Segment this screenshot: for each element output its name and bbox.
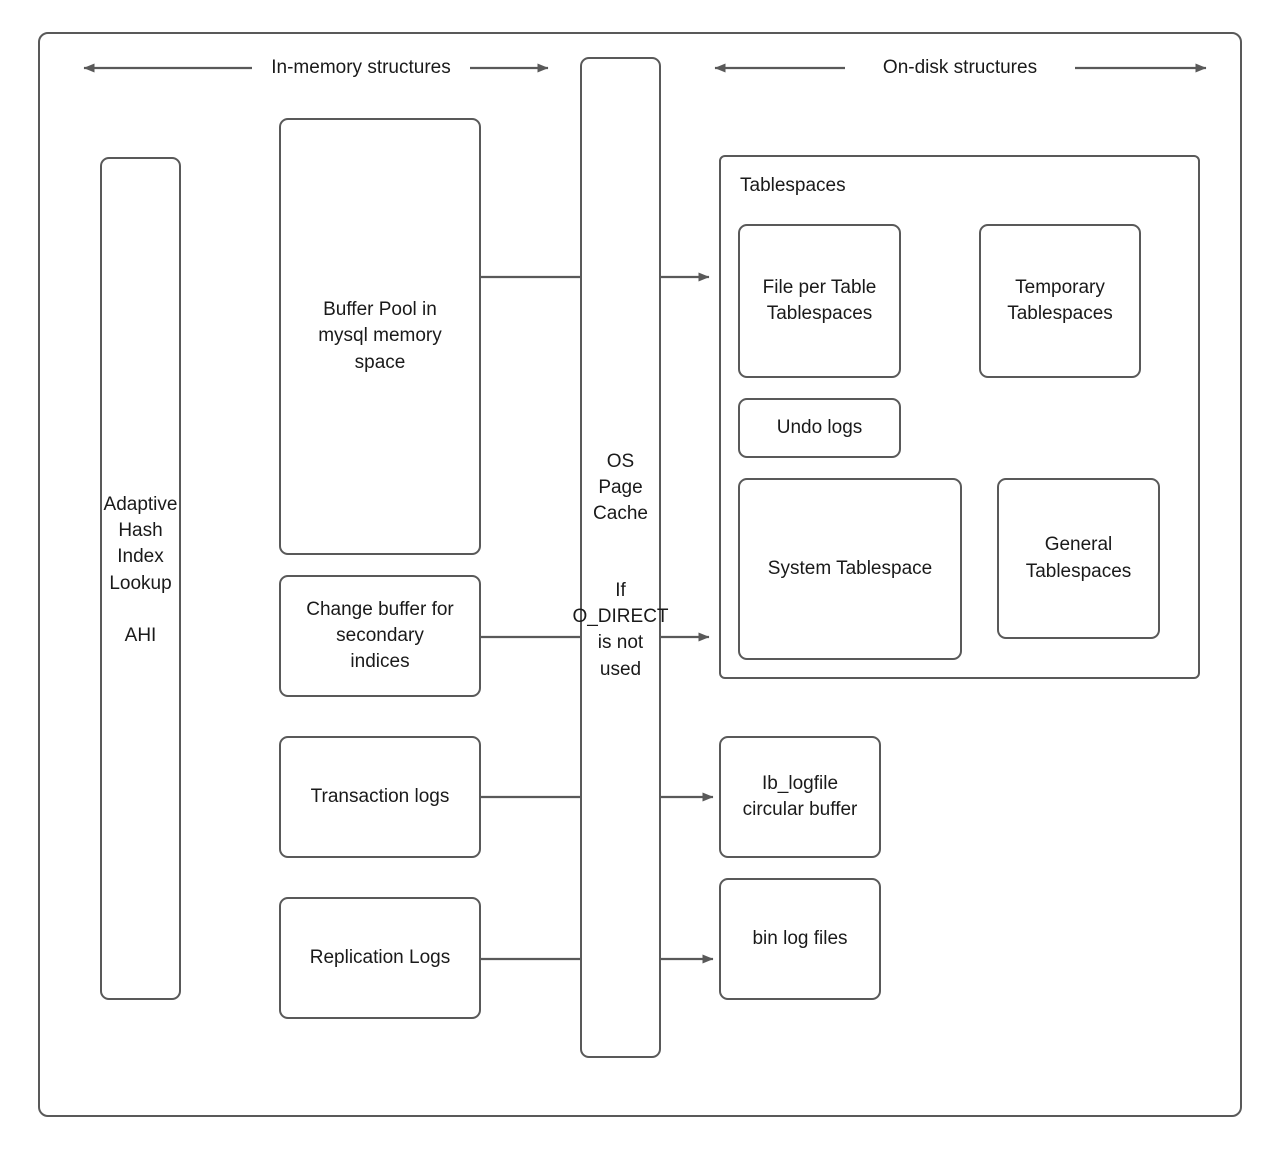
- node-bin-log-files[interactable]: bin log files: [719, 878, 881, 1000]
- node-ib-logfile-circular-buffer[interactable]: Ib_logfile circular buffer: [719, 736, 881, 858]
- band-label-in-memory: In-memory structures: [271, 57, 451, 78]
- node-adaptive-hash-index[interactable]: [100, 157, 181, 1000]
- node-change-buffer[interactable]: Change buffer for secondary indices: [279, 575, 481, 697]
- band-label-on-disk: On-disk structures: [882, 57, 1038, 78]
- node-undo-logs[interactable]: Undo logs: [738, 398, 901, 458]
- node-replication-logs[interactable]: Replication Logs: [279, 897, 481, 1019]
- node-general-tablespaces[interactable]: General Tablespaces: [997, 478, 1160, 639]
- node-system-tablespace[interactable]: System Tablespace: [738, 478, 962, 660]
- container-tablespaces-label: Tablespaces: [740, 175, 846, 196]
- node-os-page-cache[interactable]: [580, 57, 661, 1058]
- node-buffer-pool[interactable]: Buffer Pool in mysql memory space: [279, 118, 481, 555]
- node-file-per-table-tablespaces[interactable]: File per Table Tablespaces: [738, 224, 901, 378]
- node-temporary-tablespaces[interactable]: Temporary Tablespaces: [979, 224, 1141, 378]
- node-transaction-logs[interactable]: Transaction logs: [279, 736, 481, 858]
